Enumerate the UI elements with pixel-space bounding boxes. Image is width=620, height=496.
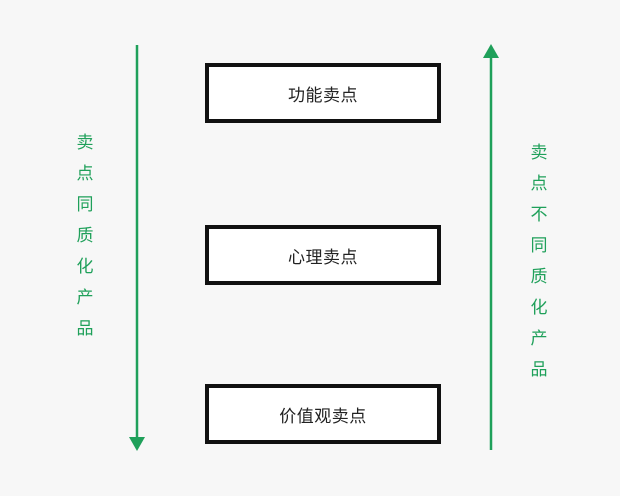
right-vertical-label: 卖点不同质化产品: [527, 138, 551, 386]
vertical-label-char: 产: [76, 288, 94, 308]
vertical-label-char: 点: [76, 164, 94, 184]
left-vertical-label: 卖点同质化产品: [73, 128, 97, 345]
vertical-label-char: 卖: [76, 133, 94, 153]
vertical-label-char: 同: [530, 236, 548, 256]
vertical-label-char: 品: [76, 319, 94, 339]
box-label: 心理卖点: [288, 247, 358, 268]
vertical-label-char: 化: [530, 298, 548, 318]
vertical-label-char: 产: [530, 329, 548, 349]
vertical-label-char: 点: [530, 174, 548, 194]
box-label: 价值观卖点: [279, 406, 367, 427]
vertical-label-char: 不: [530, 205, 548, 225]
vertical-label-char: 化: [76, 257, 94, 277]
vertical-label-char: 同: [76, 195, 94, 215]
vertical-label-char: 质: [76, 226, 94, 246]
vertical-label-char: 品: [530, 360, 548, 380]
down-arrow: [129, 45, 145, 451]
box-values-selling-point: 价值观卖点: [205, 384, 441, 444]
box-functional-selling-point: 功能卖点: [205, 63, 441, 123]
box-psychological-selling-point: 心理卖点: [205, 225, 441, 285]
vertical-label-char: 卖: [530, 143, 548, 163]
vertical-label-char: 质: [530, 267, 548, 287]
box-label: 功能卖点: [288, 85, 358, 106]
up-arrow: [483, 44, 499, 450]
